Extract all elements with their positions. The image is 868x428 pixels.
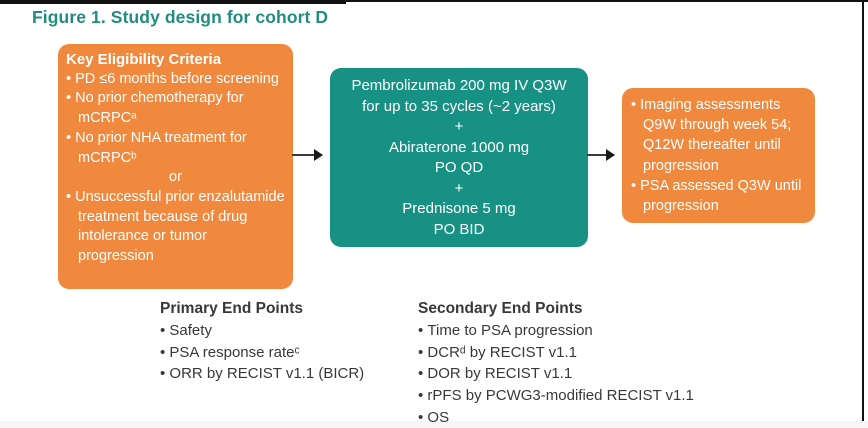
primary-end-points: Primary End Points Safety PSA response r… [160, 298, 410, 385]
flow-arrow-right [587, 149, 615, 161]
treatment-line: PO QD [434, 159, 484, 176]
eligibility-item: PD ≤6 months before screening [66, 70, 285, 90]
secondary-end-points-heading: Secondary End Points [418, 300, 583, 317]
treatment-line: Pembrolizumab 200 mg IV Q3W [351, 77, 567, 94]
arrow-head-icon [606, 149, 615, 161]
arrow-shaft [292, 154, 322, 156]
eligibility-item: No prior NHA treatment for mCRPCᵇ [66, 129, 285, 168]
eligibility-criteria-box: Key Eligibility Criteria PD ≤6 months be… [58, 44, 293, 289]
eligibility-or-connector: or [169, 169, 182, 186]
top-edge-strip [0, 0, 346, 4]
eligibility-item: No prior chemotherapy for mCRPCᵃ [66, 89, 285, 128]
assessments-box: Imaging assessments Q9W through week 54;… [622, 88, 815, 223]
secondary-end-point-item: rPFS by PCWG3-modified RECIST v1.1 [418, 385, 748, 407]
primary-end-point-item: Safety [160, 320, 410, 342]
treatment-regimen-box: Pembrolizumab 200 mg IV Q3W for up to 35… [330, 68, 588, 247]
treatment-plus: + [454, 118, 464, 135]
arrow-shaft [587, 154, 614, 156]
assessment-item: Imaging assessments Q9W through week 54;… [631, 95, 806, 176]
primary-end-point-item: ORR by RECIST v1.1 (BICR) [160, 363, 410, 385]
treatment-line: PO BID [433, 220, 485, 238]
figure-title: Figure 1. Study design for cohort D [32, 7, 329, 27]
secondary-end-point-item: OS [418, 407, 748, 428]
primary-end-point-item: PSA response rateᶜ [160, 342, 410, 364]
eligibility-item: Unsuccessful prior enzalutamide treatmen… [66, 188, 285, 267]
eligibility-heading: Key Eligibility Criteria [66, 51, 222, 68]
top-edge-line [0, 0, 868, 2]
treatment-line: Abiraterone 1000 mg [388, 138, 530, 156]
treatment-plus: + [454, 179, 464, 197]
assessment-item: PSA assessed Q3W until progression [631, 176, 806, 216]
secondary-end-point-item: Time to PSA progression [418, 320, 748, 342]
flow-arrow-left [292, 149, 323, 161]
secondary-end-points: Secondary End Points Time to PSA progres… [418, 298, 748, 428]
right-edge-line [862, 0, 864, 428]
treatment-line: Prednisone 5 mg [402, 200, 516, 217]
secondary-end-point-item: DOR by RECIST v1.1 [418, 363, 748, 385]
secondary-end-point-item: DCRᵈ by RECIST v1.1 [418, 342, 748, 364]
primary-end-points-heading: Primary End Points [160, 300, 303, 317]
treatment-line: for up to 35 cycles (~2 years) [362, 97, 556, 115]
arrow-head-icon [314, 149, 323, 161]
